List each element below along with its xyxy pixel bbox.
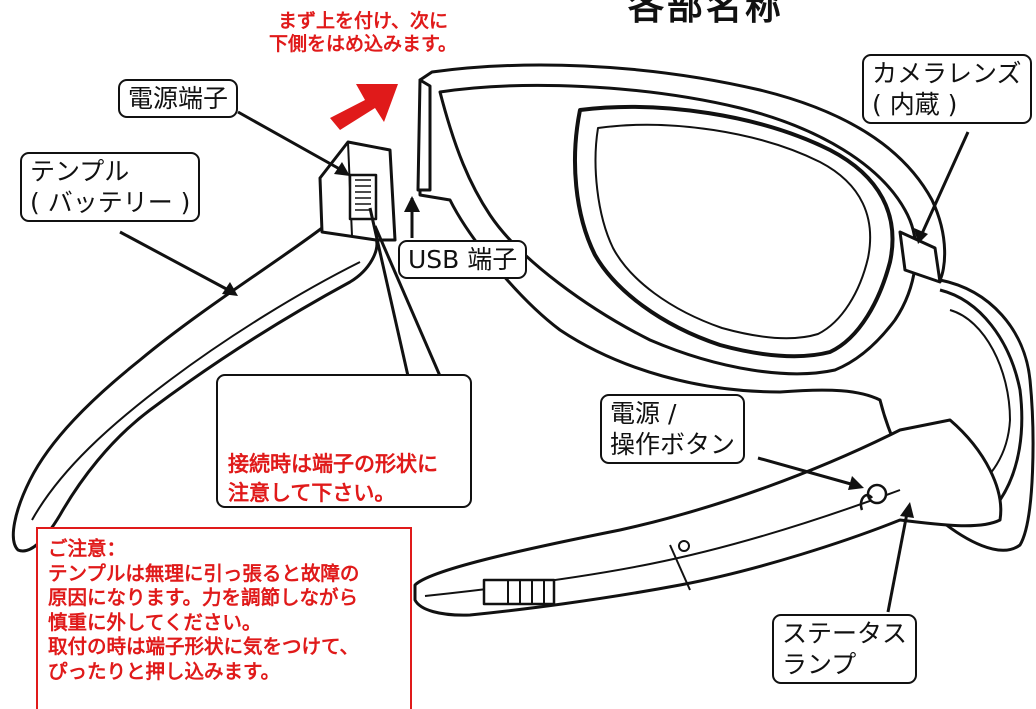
caution-box: ご注意： テンプルは無理に引っ張ると故障の 原因になります。力を調節しながら 慎…: [36, 527, 412, 709]
label-power-terminal: 電源端子: [118, 79, 239, 118]
connector-warning-text: 接続時は端子の形状に 注意して下さい。: [228, 450, 438, 508]
caution-line-5: ぴったりと押し込みます。: [48, 659, 281, 683]
caution-line-2: 原因になります。力を調節しながら: [48, 586, 359, 609]
insert-note: まず上を付け、次に 下側をはめ込みます。: [238, 10, 488, 56]
label-power-button-line-2: 操作ボタン: [610, 430, 736, 459]
insert-note-line-1: まず上を付け、次に: [277, 10, 449, 32]
leader-lines: [119, 110, 970, 613]
insert-direction-arrow: [330, 84, 398, 130]
connector-warning-box: 接続時は端子の形状に 注意して下さい。: [216, 374, 472, 508]
caution-line-1: テンプルは無理に引っ張ると故障の: [48, 561, 360, 585]
label-status-lamp-line-1: ステータス: [782, 619, 908, 648]
caution-line-3: 慎重に外してください。: [48, 610, 262, 634]
leader-arrowheads: [222, 162, 928, 518]
label-power-button-line-1: 電源 /: [610, 399, 677, 428]
label-camera-lens-line-2: ( 内蔵 ): [872, 90, 958, 119]
label-camera-lens-line-1: カメラレンズ: [872, 59, 1022, 88]
connector-warning-line-2: 注意して下さい。: [228, 481, 396, 505]
label-power-terminal-text: 電源端子: [128, 84, 229, 113]
label-power-button: 電源 / 操作ボタン: [600, 394, 746, 464]
label-temple-line-2: ( バッテリー ): [30, 188, 191, 217]
connector-warning-line-1: 接続時は端子の形状に: [228, 452, 438, 476]
label-usb-terminal-text: USB 端子: [408, 245, 518, 274]
right-temple-arm: [413, 418, 1003, 617]
label-camera-lens: カメラレンズ ( 内蔵 ): [862, 54, 1032, 124]
glasses-frame: [416, 63, 1035, 552]
label-temple-line-1: テンプル: [30, 157, 130, 186]
label-temple: テンプル ( バッテリー ): [20, 152, 201, 222]
insert-note-line-2: 下側をはめ込みます。: [268, 33, 458, 55]
label-status-lamp-line-2: ランプ: [782, 650, 857, 679]
page-title: 各部名称: [628, 0, 785, 28]
label-status-lamp: ステータス ランプ: [772, 614, 918, 684]
caution-line-4: 取付の時は端子形状に気をつけて、: [48, 635, 360, 658]
label-usb-terminal: USB 端子: [398, 240, 528, 279]
caution-heading: ご注意：: [48, 537, 127, 560]
